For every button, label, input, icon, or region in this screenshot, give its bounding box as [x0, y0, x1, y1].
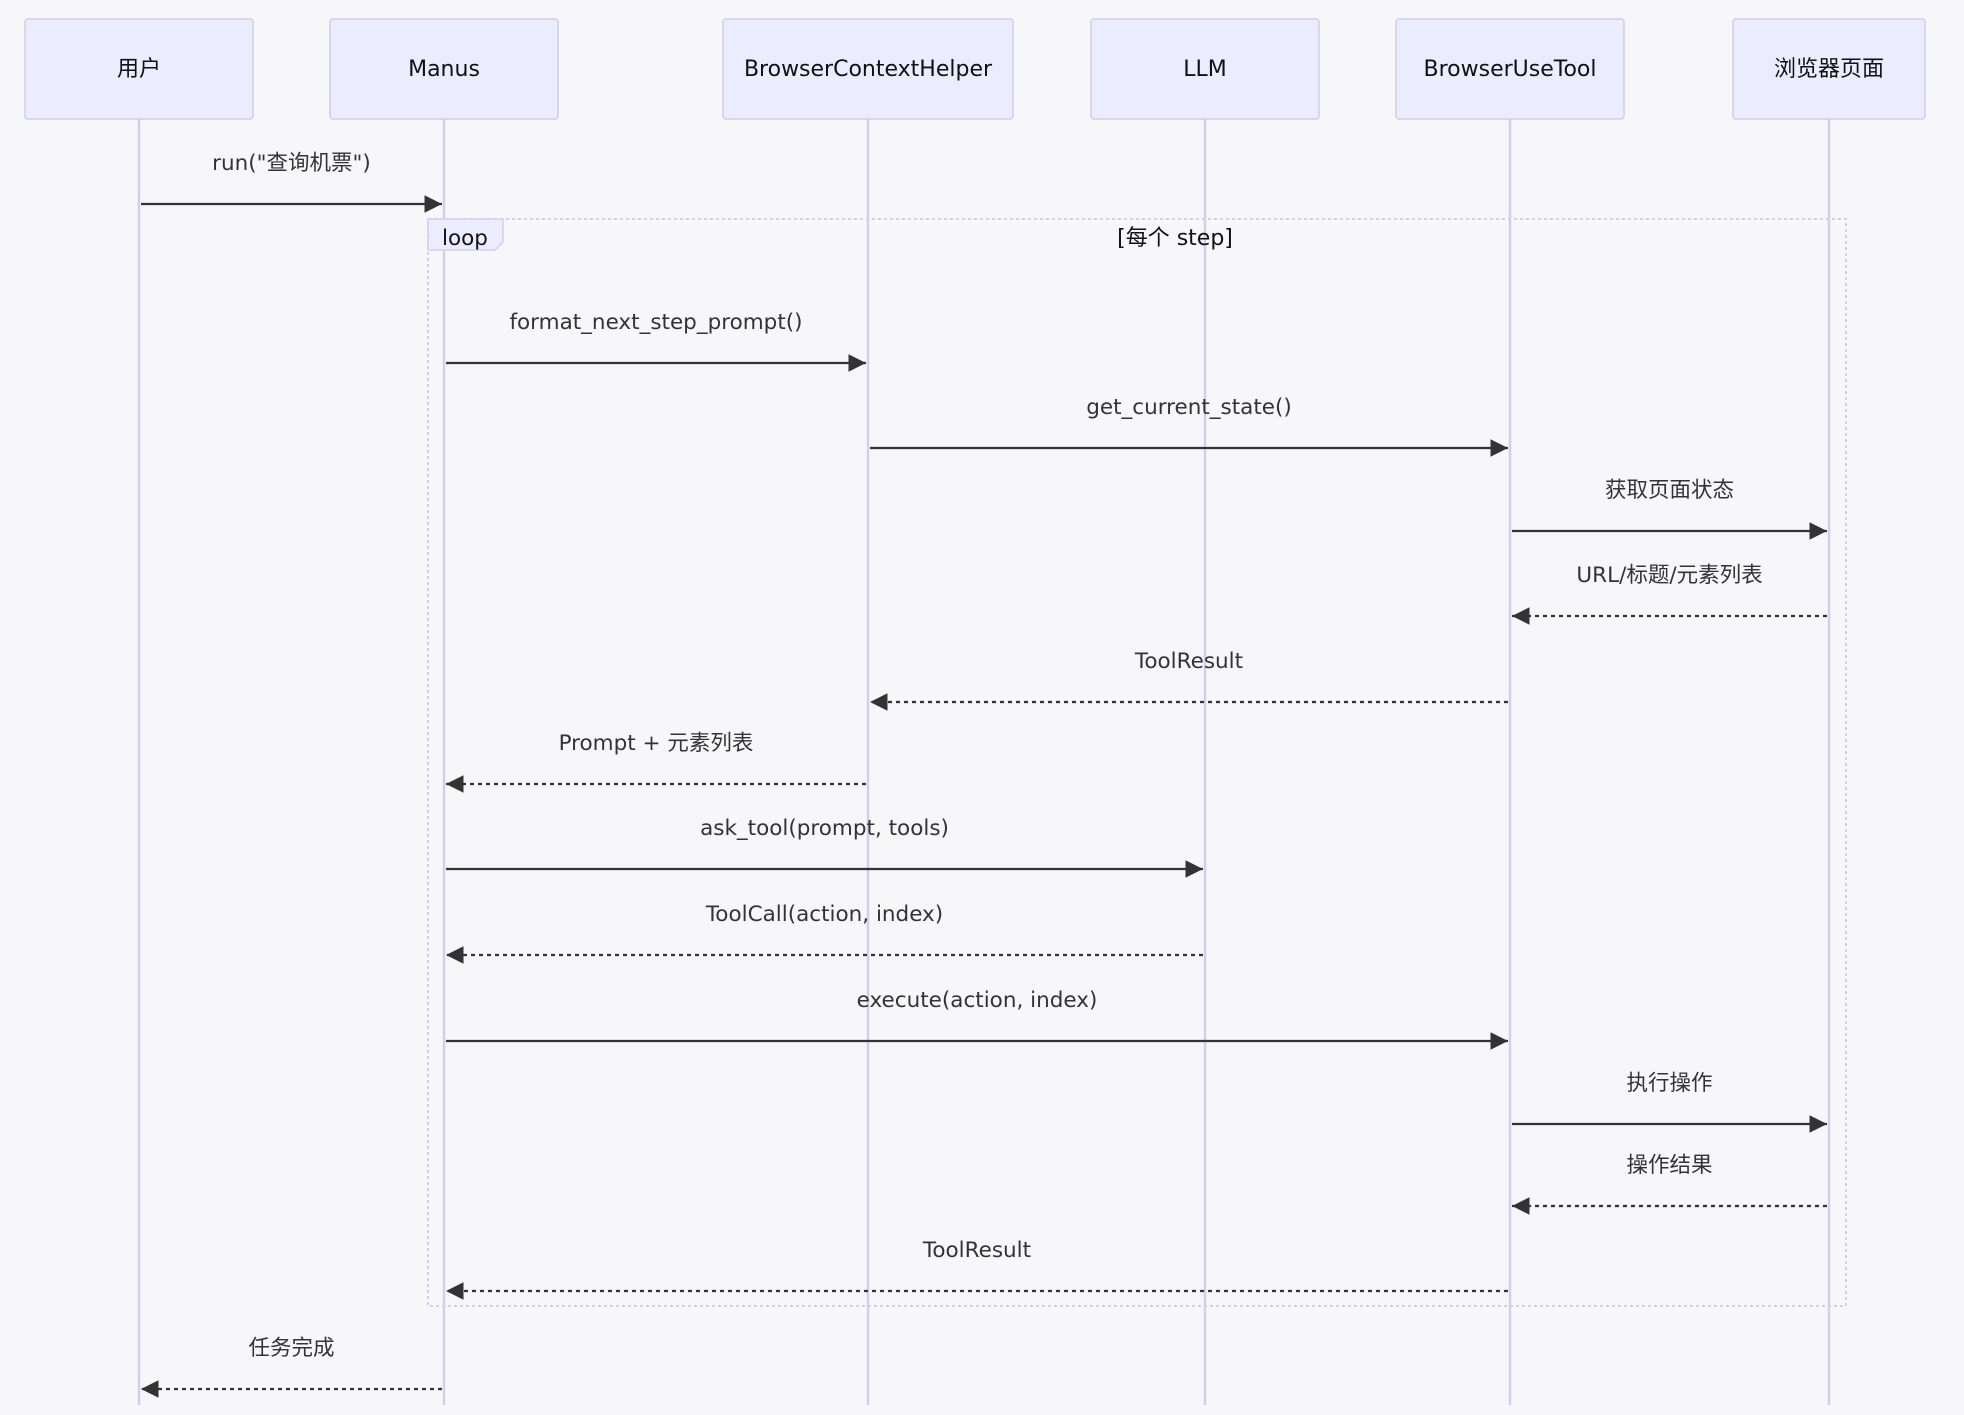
message: 执行操作: [1512, 1071, 1827, 1133]
message-label: ask_tool(prompt, tools): [700, 816, 949, 841]
message: Prompt + 元素列表: [446, 731, 866, 793]
message: ToolResult: [446, 1238, 1508, 1300]
message-label: 任务完成: [248, 1336, 334, 1361]
message: URL/标题/元素列表: [1512, 563, 1827, 625]
participant-box: [329, 18, 559, 120]
message-label: format_next_step_prompt(): [509, 310, 802, 335]
message-label: execute(action, index): [857, 988, 1098, 1013]
message-label: Prompt + 元素列表: [559, 731, 754, 756]
message-label: get_current_state(): [1086, 395, 1292, 420]
participant-label: 用户: [117, 57, 161, 82]
loop-condition: [每个 step]: [1117, 226, 1233, 251]
participant-page: 浏览器页面: [1732, 18, 1926, 120]
participant-box: [722, 18, 1014, 120]
message-label: run("查询机票"): [212, 151, 371, 176]
message: 任务完成: [141, 1336, 442, 1398]
participant-label: LLM: [1183, 57, 1227, 82]
message: ask_tool(prompt, tools): [446, 816, 1203, 878]
message: 获取页面状态: [1512, 478, 1827, 540]
participant-helper: BrowserContextHelper: [722, 18, 1014, 120]
message: format_next_step_prompt(): [446, 310, 866, 372]
participant-box: [1090, 18, 1320, 120]
message-label: 执行操作: [1626, 1071, 1712, 1096]
participant-box: [24, 18, 254, 120]
message: 操作结果: [1512, 1153, 1827, 1215]
loop-tab: [427, 218, 504, 251]
participant-llm: LLM: [1090, 18, 1320, 120]
participant-label: BrowserContextHelper: [744, 57, 993, 82]
message: ToolResult: [870, 649, 1508, 711]
participant-label: Manus: [408, 57, 480, 82]
participant-label: 浏览器页面: [1774, 57, 1884, 82]
message-label: ToolCall(action, index): [705, 902, 943, 927]
participant-label: BrowserUseTool: [1424, 57, 1597, 82]
participant-tool: BrowserUseTool: [1395, 18, 1625, 120]
message-label: 操作结果: [1626, 1153, 1712, 1178]
message-label: ToolResult: [1134, 649, 1243, 674]
message: run("查询机票"): [141, 151, 442, 213]
loop-frame: [427, 218, 1847, 1307]
loop-keyword: loop: [442, 226, 488, 251]
participant-manus: Manus: [329, 18, 559, 120]
message: execute(action, index): [446, 988, 1508, 1050]
message: get_current_state(): [870, 395, 1508, 457]
message-label: URL/标题/元素列表: [1576, 563, 1762, 588]
message-label: ToolResult: [922, 1238, 1031, 1263]
message: ToolCall(action, index): [446, 902, 1203, 964]
participant-user: 用户: [24, 18, 254, 120]
message-label: 获取页面状态: [1605, 478, 1734, 503]
participant-box: [1395, 18, 1625, 120]
participant-box: [1732, 18, 1926, 120]
